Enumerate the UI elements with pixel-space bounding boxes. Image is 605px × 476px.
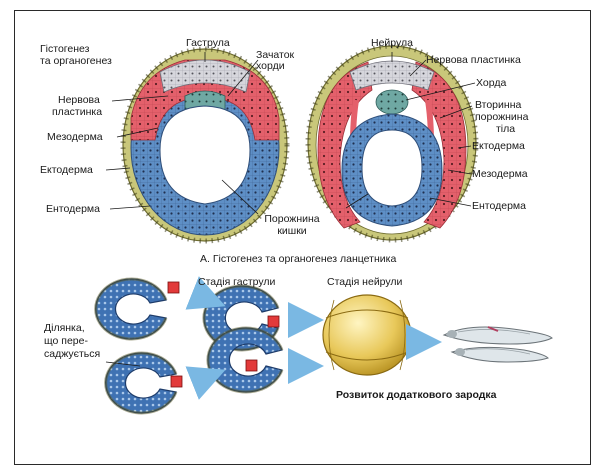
label-secondary-cavity-line3: тіла	[496, 123, 516, 135]
label-gastrula-stage: Стадія гаструли	[198, 276, 276, 288]
label-secondary-cavity-line2: порожнина	[475, 111, 529, 123]
label-graft-site-line3: саджується	[44, 348, 101, 360]
label-neurula-stage: Стадія нейрули	[327, 276, 403, 288]
neurula-stage-embryo	[322, 294, 412, 376]
label-chord: Хорда	[476, 77, 507, 89]
bottom-embryo-donor-bottom	[104, 351, 183, 415]
label-ectoderm-right: Ектодерма	[472, 140, 525, 152]
graft-site-marker-bottom	[170, 375, 183, 388]
label-neural-plate-left-line1: Нервова	[58, 94, 100, 106]
label-secondary-cavity-line1: Вторинна	[475, 99, 522, 111]
label-gastrula: Гаструла	[186, 37, 230, 49]
bottom-embryo-recipient-bottom	[206, 326, 284, 394]
label-graft-site-line1: Ділянка,	[44, 322, 85, 334]
graft-site-marker-top	[167, 281, 180, 294]
label-ectoderm-left: Ектодерма	[40, 164, 93, 176]
label-neural-plate-right: Нервова пластинка	[426, 54, 521, 66]
gastrula-section-illustration	[120, 46, 290, 244]
label-histogenesis-line1: Гістогенез	[40, 43, 90, 55]
neurula-mesoderm-left	[317, 61, 373, 229]
gastrula-neural-plate	[159, 59, 251, 93]
neurula-gut-cavity	[361, 129, 423, 207]
label-mesoderm-left: Мезодерма	[47, 131, 103, 143]
label-mesoderm-right: Мезодерма	[472, 168, 528, 180]
label-neural-plate-left-line2: пластинка	[52, 106, 103, 118]
bottom-embryo-donor-top	[94, 277, 180, 341]
figure-caption: А. Гістогенез та органогенез ланцетника	[200, 253, 397, 265]
label-gut-cavity-line2: кишки	[277, 225, 307, 237]
label-gut-cavity-line1: Порожнина	[264, 213, 320, 225]
neurula-neural-plate	[349, 60, 435, 91]
gastrula-gut-cavity	[159, 105, 251, 205]
neurula-chord	[375, 89, 409, 115]
label-endoderm-left: Ентодерма	[46, 203, 100, 215]
label-graft-site-line2: що пере-	[44, 335, 88, 347]
neurula-mesoderm-right	[411, 61, 467, 229]
label-extra-embryo: Розвиток додаткового зародка	[336, 389, 497, 401]
label-endoderm-right: Ентодерма	[472, 200, 526, 212]
label-histogenesis-line2: та органогенез	[40, 55, 112, 67]
top-leader-lines	[105, 52, 476, 215]
label-chord-rudiment-line1: Зачаток	[256, 49, 295, 61]
label-chord-rudiment-line2: хорди	[256, 60, 285, 72]
double-embryo-larvae	[442, 326, 553, 363]
graft-marker-recipient-top	[267, 315, 280, 328]
neurula-section-illustration	[305, 43, 479, 243]
graft-marker-recipient-bottom	[245, 359, 258, 372]
label-neurula: Нейрула	[371, 37, 413, 49]
transplant-arrows	[185, 276, 442, 400]
